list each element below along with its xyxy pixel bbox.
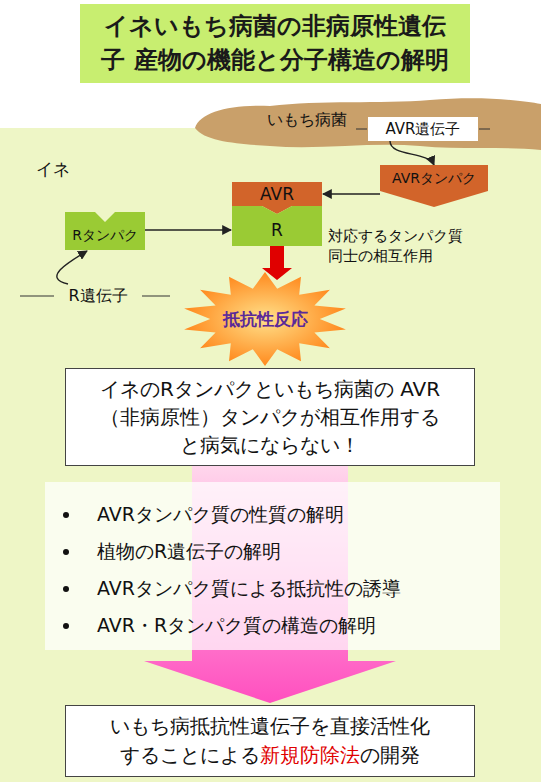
bullet-text: AVR・Rタンパク質の構造の解明 [97, 613, 376, 639]
bullet-text: 植物のR遺伝子の解明 [97, 539, 281, 565]
node-text: AVRタンパク [392, 170, 476, 188]
title-text: イネいもち病菌の非病原性遺伝子 産物の機能と分子構造の解明 [94, 10, 456, 77]
protein-outline [380, 165, 488, 207]
bullet-dot [63, 549, 69, 555]
node-text: Rタンパク [72, 227, 138, 245]
bullet-list: AVRタンパク質の性質の解明植物のR遺伝子の解明 AVRタンパク質による抵抗性の誘… [45, 482, 500, 650]
gene-box: AVR遺伝子 [368, 117, 478, 141]
r-part: R [232, 206, 322, 246]
conclusion-run: の開発 [360, 743, 420, 767]
r-gene: R遺伝子 [56, 284, 140, 308]
resistance-burst: 抵抗性反応 [182, 272, 348, 366]
node-text: R [271, 220, 283, 240]
gene-line [20, 296, 54, 297]
bullet-row: AVRタンパク質の性質の解明 [61, 496, 490, 533]
gene-line [356, 129, 367, 130]
bullet-dot [63, 512, 69, 518]
node-text: 抵抗性反応 [223, 308, 308, 331]
bullet-row: 植物のR遺伝子の解明 [61, 533, 490, 570]
node-text: AVR [260, 184, 294, 204]
gene-line [479, 129, 490, 130]
conclusion-box: いもち病抵抗性遺伝子を直接活性化することによる新規防除法の開発 [65, 705, 475, 777]
rice-ground [0, 128, 541, 782]
connector [145, 229, 231, 230]
node-text: イネ [36, 158, 70, 181]
node-text: イネのRタンパクといもち病菌の AVR（非病原性）タンパクが相互作用すると病気に… [94, 375, 446, 459]
connector [57, 251, 87, 284]
fungus-body: いもち病菌 AVR遺伝子 [195, 100, 541, 148]
fungus-blob [195, 98, 541, 150]
bullet-row: AVRタンパク質による抵抗性の誘導 [61, 570, 490, 607]
bullet-dot [63, 623, 69, 629]
conclusion-text: いもち病抵抗性遺伝子を直接活性化することによる新規防除法の開発 [102, 712, 438, 770]
r-protein: Rタンパク [65, 212, 145, 250]
interaction-note: 対応するタンパク質 同士の相互作用 [328, 226, 470, 267]
connector [390, 141, 434, 165]
conclusion-run: 新規防除法 [260, 743, 360, 767]
rice-region: イネ AVRタンパク AVR R Rタンパク R遺伝子抵抗性反応イネのRタンパクといもち病… [0, 128, 541, 782]
statement-box: イネのRタンパクといもち病菌の AVR（非病原性）タンパクが相互作用すると病気に… [65, 368, 475, 466]
burst-outline [184, 272, 346, 366]
title-box: イネいもち病菌の非病原性遺伝子 産物の機能と分子構造の解明 [80, 4, 470, 83]
gene-line [142, 296, 170, 297]
node-text: AVR遺伝子 [386, 120, 461, 139]
bullet-text: AVRタンパク質による抵抗性の誘導 [97, 576, 401, 602]
node-text: R遺伝子 [68, 286, 127, 307]
bullet-row: AVR・Rタンパク質の構造の解明 [61, 607, 490, 644]
protein-outline [232, 206, 322, 246]
bullet-text: AVRタンパク質の性質の解明 [97, 502, 344, 528]
protein-outline [65, 212, 145, 250]
bullet-dot [63, 586, 69, 592]
avr-protein: AVRタンパク [380, 165, 488, 207]
connector [323, 193, 380, 194]
node-text: いもち病菌 [267, 110, 347, 131]
